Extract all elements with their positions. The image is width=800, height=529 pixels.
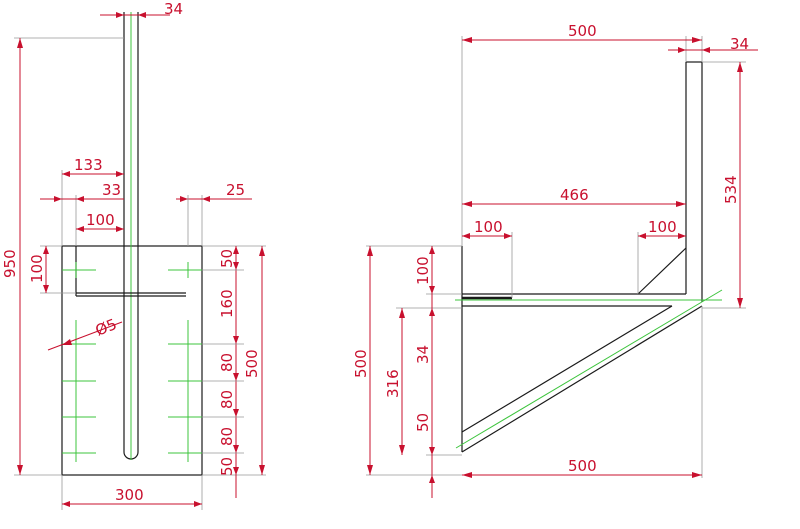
dim-316-text: 316: [384, 369, 402, 398]
dim-bottom-width: 500: [462, 457, 702, 478]
brace-centerline: [455, 289, 723, 449]
base-plate-outline: [61, 245, 203, 476]
dim-rod-width-text: 34: [164, 0, 183, 18]
dim-25: 25: [176, 181, 252, 246]
dim-133-text: 133: [74, 156, 103, 174]
dim-total-height-text: 950: [1, 249, 19, 278]
dim-316: 316: [384, 308, 405, 455]
dim-534-text: 534: [722, 175, 740, 204]
dim-inner-width-text: 466: [560, 186, 589, 204]
dim-534: 534: [722, 62, 743, 308]
dim-left-100: 100: [462, 218, 512, 239]
dim-plate-width: 300: [62, 486, 202, 507]
dim-33-text: 33: [102, 181, 121, 199]
dim-chain-vertical: 50 160 80 80 80 50: [202, 246, 244, 498]
dim-50-bottom-text: 50: [218, 457, 236, 476]
dim-80-a-text: 80: [218, 353, 236, 372]
dim-25-text: 25: [226, 181, 245, 199]
dim-plate-height-text: 500: [243, 349, 261, 378]
left-extension-lines: [14, 37, 266, 510]
dim-right-34-v-text: 34: [414, 345, 432, 364]
brace-bottom: [461, 305, 703, 453]
dim-right-100-text: 100: [648, 218, 677, 236]
dim-160-text: 160: [218, 289, 236, 318]
dim-80-c-text: 80: [218, 427, 236, 446]
dim-100-horizontal: 100: [76, 211, 124, 232]
dim-top-width: 500: [462, 22, 702, 43]
dim-top-100: 100: [28, 246, 49, 293]
dim-rod-width: 34: [100, 0, 183, 18]
dim-right-rod: 34: [668, 35, 758, 53]
right-view: 500 34 466 100 100: [352, 22, 758, 498]
dim-33: 33: [40, 181, 124, 202]
dim-right-chain: 100 34 50: [414, 246, 435, 498]
dim-right-rod-text: 34: [730, 35, 749, 53]
dim-inner-width: 466: [462, 186, 686, 207]
dim-right-100-v-text: 100: [414, 256, 432, 285]
dim-50-top-text: 50: [218, 249, 236, 268]
dim-bottom-width-text: 500: [568, 457, 597, 475]
dim-right-50-v-text: 50: [414, 413, 432, 432]
dim-diameter: Ø5: [47, 315, 123, 351]
brace-top: [461, 305, 673, 433]
dim-top-width-text: 500: [568, 22, 597, 40]
anchor-marks: [62, 262, 202, 462]
dim-plate-width-text: 300: [115, 486, 144, 504]
dim-80-b-text: 80: [218, 390, 236, 409]
dim-left-100-text: 100: [474, 218, 503, 236]
dim-100-horizontal-text: 100: [86, 211, 115, 229]
gusset: [637, 247, 687, 295]
dim-right-100: 100: [638, 218, 686, 239]
dim-right-total-height: 500: [352, 246, 373, 475]
dim-right-total-height-text: 500: [352, 349, 370, 378]
dim-top-100-text: 100: [28, 254, 46, 283]
dim-133: 133: [62, 156, 124, 177]
dim-diameter-text: Ø5: [93, 315, 120, 340]
left-view: 34 950 133 33 100: [1, 0, 266, 510]
dim-plate-height: 500: [243, 246, 265, 475]
dim-total-height: 950: [1, 38, 23, 475]
